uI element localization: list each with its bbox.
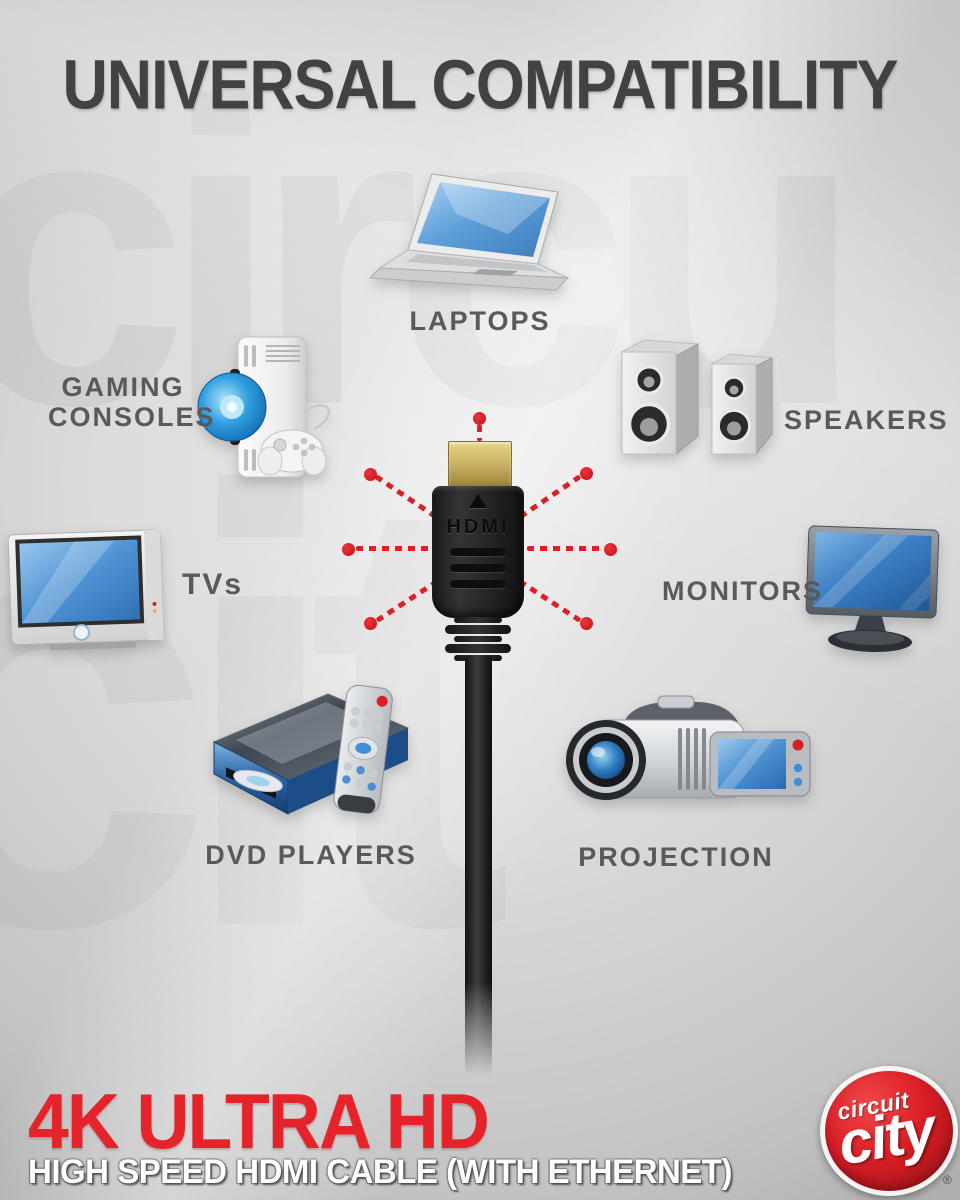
- footer-headline: 4K ULTRA HD: [28, 1077, 490, 1165]
- connector-dot-top: [473, 412, 486, 425]
- monitor-icon: [803, 524, 943, 658]
- label-gaming-line1: GAMING: [61, 372, 185, 402]
- hdmi-cable: [465, 655, 492, 1075]
- logo-word-city: city: [833, 1095, 939, 1179]
- tv-icon: [6, 526, 182, 654]
- circuit-city-logo-words: circuit city: [832, 1087, 939, 1179]
- up-arrow-icon: [469, 494, 487, 508]
- camcorder-icon: [560, 692, 818, 834]
- connector-dot-lower-right: [580, 617, 593, 630]
- game-console-icon: [192, 333, 340, 485]
- label-gaming-consoles: GAMING CONSOLES: [48, 372, 216, 432]
- label-monitors: MONITORS: [662, 576, 824, 606]
- connector-dot-upper-left: [364, 468, 377, 481]
- laptop-icon: [360, 172, 590, 304]
- label-gaming-line2: CONSOLES: [48, 402, 216, 432]
- connector-dot-upper-right: [580, 467, 593, 480]
- circuit-city-logo: circuit city ®: [820, 1066, 958, 1196]
- label-tvs: TVs: [182, 568, 244, 601]
- label-projection: PROJECTION: [578, 842, 774, 872]
- connector-line-right: [527, 546, 603, 551]
- label-laptops: LAPTOPS: [409, 306, 551, 336]
- dvd-player-icon: [196, 680, 428, 835]
- connector-dot-lower-left: [364, 617, 377, 630]
- label-speakers: SPEAKERS: [784, 405, 949, 435]
- page-title: UNIVERSAL COMPATIBILITY: [62, 44, 898, 124]
- footer-subheadline: HIGH SPEED HDMI CABLE (WITH ETHERNET): [28, 1153, 732, 1191]
- speakers-icon: [614, 336, 784, 468]
- registered-trademark-symbol: ®: [943, 1173, 952, 1187]
- plug-grip-ridge: [450, 564, 506, 572]
- hdmi-plug-body: HDMI: [432, 486, 524, 618]
- connector-dot-left: [342, 543, 355, 556]
- hdmi-plug-gold-tip: [448, 441, 512, 489]
- connector-line-left: [356, 546, 431, 551]
- plug-grip-ridge: [450, 548, 506, 556]
- label-dvd-players: DVD PLAYERS: [205, 840, 417, 870]
- plug-grip-ridge: [450, 580, 506, 588]
- connector-line-top: [477, 425, 482, 441]
- connector-dot-right: [604, 543, 617, 556]
- hdmi-plug-label: HDMI: [446, 516, 510, 538]
